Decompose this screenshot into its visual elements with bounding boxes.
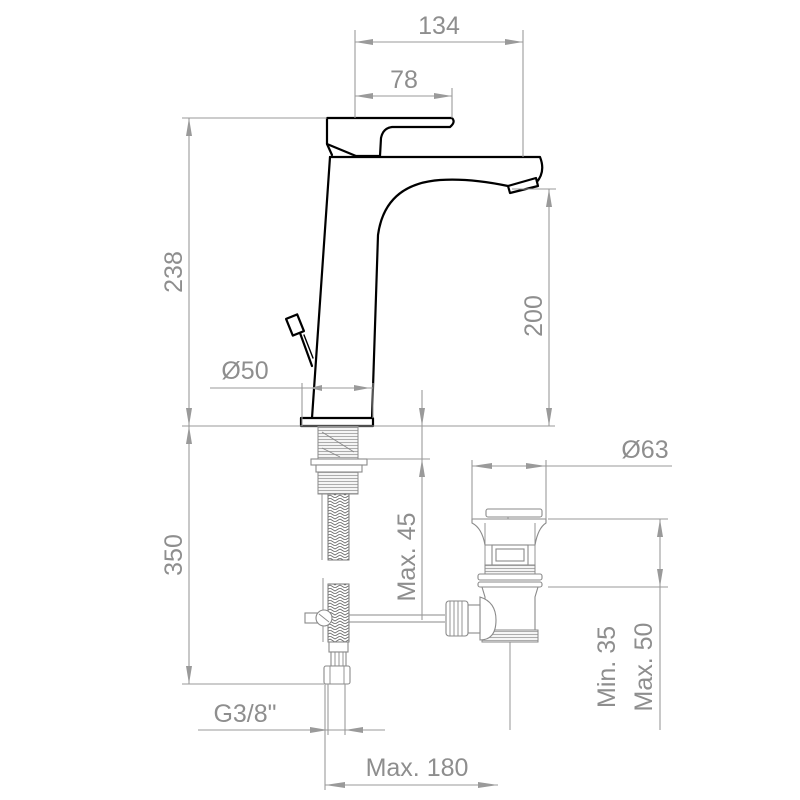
dim-hose-length: 350: [160, 534, 188, 576]
dimension-lines: [182, 30, 672, 790]
flex-hose-upper: [327, 493, 350, 561]
mixer-body: [284, 116, 544, 428]
popup-waste: [445, 508, 547, 730]
flex-hose-lower: [327, 583, 350, 643]
spout-underside: [370, 178, 510, 420]
dim-basin-max: Max. 50: [630, 623, 658, 712]
dim-connection-thread: G3/8": [213, 700, 276, 728]
base-flange: [299, 416, 375, 428]
lever-joint: [325, 142, 334, 157]
dim-total-height: 238: [160, 251, 188, 293]
dim-spout-height: 200: [520, 295, 548, 337]
linkage-rod: [349, 614, 445, 623]
body-front-edge: [310, 155, 332, 420]
popup-rod: [284, 313, 314, 368]
dim-overall-reach: 134: [418, 12, 460, 40]
dim-lever-reach: 78: [390, 66, 418, 94]
lever-handle: [325, 116, 455, 158]
dim-deck-thickness: Max. 45: [393, 513, 421, 602]
dimension-labels: 134 78 238 200 Ø50 350 Max. 45 Ø63 Min. …: [160, 12, 669, 782]
tap-fixing: [304, 426, 368, 685]
dim-waste-diameter: Ø63: [621, 436, 668, 464]
dim-basin-min: Min. 35: [593, 626, 621, 708]
dim-rod-length: Max. 180: [366, 754, 469, 782]
aerator-icon: [506, 176, 540, 195]
spout-top: [328, 155, 544, 185]
dim-base-diameter: Ø50: [221, 357, 268, 385]
